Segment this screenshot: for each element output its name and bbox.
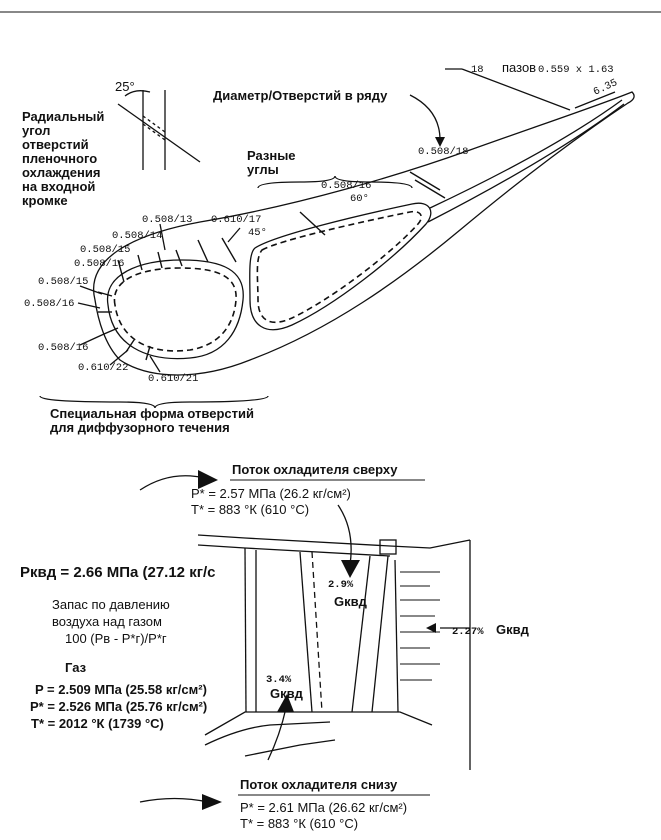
top-shroud <box>197 534 471 549</box>
bottom-platform-inner <box>204 721 331 746</box>
gas-title: Газ <box>65 660 87 675</box>
cavity-wall-2 <box>311 551 323 713</box>
different-angles-line-0: Разные <box>247 148 296 163</box>
dim-635-line <box>574 91 616 109</box>
margin-line-0: Запас по давлению <box>52 597 170 612</box>
blade-leading-edge <box>244 547 247 713</box>
pct-34: 3.4% <box>266 674 292 686</box>
angle-60-label: 60° <box>350 193 369 205</box>
holes-0610-17: 0.610/17 <box>211 214 261 226</box>
bottom-flow-arrow <box>139 797 209 803</box>
holes-0508-16-top: 0.508/16 <box>321 180 371 192</box>
margin-line-2: 100 (Pв - P*г)/P*г <box>65 631 167 646</box>
leading-edge-cavity-wall <box>106 259 244 360</box>
holes-0610-22: 0.610/22 <box>78 362 128 374</box>
mid-cavity-wall <box>249 202 432 331</box>
radial-line-6: кромке <box>22 193 68 208</box>
angle-45-label: 45° <box>248 227 267 239</box>
p-kvd-label: Pквд = 2.66 МПа (27.12 кг/с <box>20 564 215 581</box>
slots-word: пазов <box>502 60 536 75</box>
gas-p: P = 2.509 МПа (25.58 кг/см²) <box>35 682 207 697</box>
top-flow-inlet-arrowhead <box>341 560 360 578</box>
bottom-flow-title: Поток охладителя снизу <box>240 777 398 792</box>
radial-line-3: пленочного <box>22 151 97 166</box>
bottom-flow-p: P* = 2.61 МПа (26.62 кг/см²) <box>240 800 407 815</box>
g-kvd-2: Gквд <box>496 622 530 637</box>
g-kvd-1: Gквд <box>334 594 368 609</box>
radial-line-5: на входной <box>22 179 95 194</box>
gas-p-star: P* = 2.526 МПа (25.76 кг/см²) <box>30 699 207 714</box>
slots-count: 18 <box>471 64 484 76</box>
mid-cavity <box>256 210 422 324</box>
film-cooling-holes <box>97 171 446 361</box>
top-flow-title: Поток охладителя сверху <box>232 462 398 477</box>
bottom-flow-arrowhead <box>202 794 222 810</box>
radial-angle-inset: 25° <box>115 79 201 170</box>
radial-line-4: охлаждения <box>22 165 100 180</box>
airfoil-outer-profile <box>93 91 635 376</box>
slots-size: 0.559 x 1.63 <box>538 64 614 76</box>
trailing-edge-channel <box>429 99 623 209</box>
bottom-platform <box>204 711 433 736</box>
holes-0610-21: 0.610/21 <box>148 373 198 385</box>
pct-227: 2.27% <box>452 626 484 638</box>
special-shape-line-0: Специальная форма отверстий <box>50 406 254 421</box>
trailing-edge-channel-2 <box>427 103 625 223</box>
blade-trailing-edge <box>394 559 399 713</box>
special-shape-brace <box>39 395 269 409</box>
top-shroud-block <box>379 539 397 555</box>
holes-right-label: 0.508/18 <box>418 146 468 158</box>
gas-t: T* = 2012 °К (1739 °С) <box>31 716 164 731</box>
top-flow-inlet-arrow <box>337 504 352 566</box>
slots-leader <box>461 68 571 111</box>
root-line <box>244 739 336 757</box>
radial-line-1: угол <box>22 123 50 138</box>
angle-25-label: 25° <box>115 79 135 94</box>
top-flow-t: T* = 883 °К (610 °С) <box>191 502 309 517</box>
diameter-arrowhead <box>435 137 445 147</box>
bottom-flow-inlet-arrowhead <box>277 694 294 712</box>
diameter-arrow <box>409 94 441 141</box>
bottom-flow-t: T* = 883 °К (610 °С) <box>240 816 358 831</box>
inset-hole-a <box>142 115 166 133</box>
different-angles-brace <box>257 175 413 189</box>
radial-line-0: Радиальный <box>22 109 104 124</box>
holes-0508-14: 0.508/14 <box>112 230 162 242</box>
holes-0508-13: 0.508/13 <box>142 214 192 226</box>
holes-0508-16a: 0.508/16 <box>74 258 124 270</box>
diameter-holes-label: Диаметр/Отверстий в ряду <box>213 88 388 103</box>
bottom-flow-inlet-arrow <box>267 707 287 761</box>
right-cooling-arrowhead <box>426 623 436 633</box>
radial-angle-label: Радиальный угол отверстий пленочного охл… <box>22 109 104 208</box>
blade-section <box>197 534 471 770</box>
top-flow-p: P* = 2.57 МПа (26.2 кг/см²) <box>191 486 351 501</box>
top-flow-arrowhead <box>198 470 218 489</box>
trailing-edge-slots <box>400 571 440 681</box>
inset-hole-b <box>142 123 166 141</box>
holes-0508-16c: 0.508/16 <box>38 342 88 354</box>
airfoil-section <box>93 91 635 376</box>
special-shape-line-1: для диффузорного течения <box>50 420 230 435</box>
g-kvd-3: Gквд <box>270 686 304 701</box>
holes-0508-15b: 0.508/15 <box>38 276 88 288</box>
hole-leaders <box>77 223 241 373</box>
cavity-wall-4 <box>371 555 389 713</box>
holes-0508-16b: 0.508/16 <box>24 298 74 310</box>
different-angles-line-1: углы <box>247 162 279 177</box>
cavity-wall-1 <box>299 551 313 713</box>
radial-line-2: отверстий <box>22 137 89 152</box>
cavity-wall-3 <box>351 555 371 713</box>
top-shroud-inner <box>197 544 391 557</box>
margin-line-1: воздуха над газом <box>52 614 162 629</box>
holes-0508-15a: 0.508/15 <box>80 244 130 256</box>
leading-edge-cavity <box>113 267 237 352</box>
pct-29: 2.9% <box>328 579 354 591</box>
angle-arc <box>124 90 151 97</box>
inset-hole-line <box>117 103 201 163</box>
